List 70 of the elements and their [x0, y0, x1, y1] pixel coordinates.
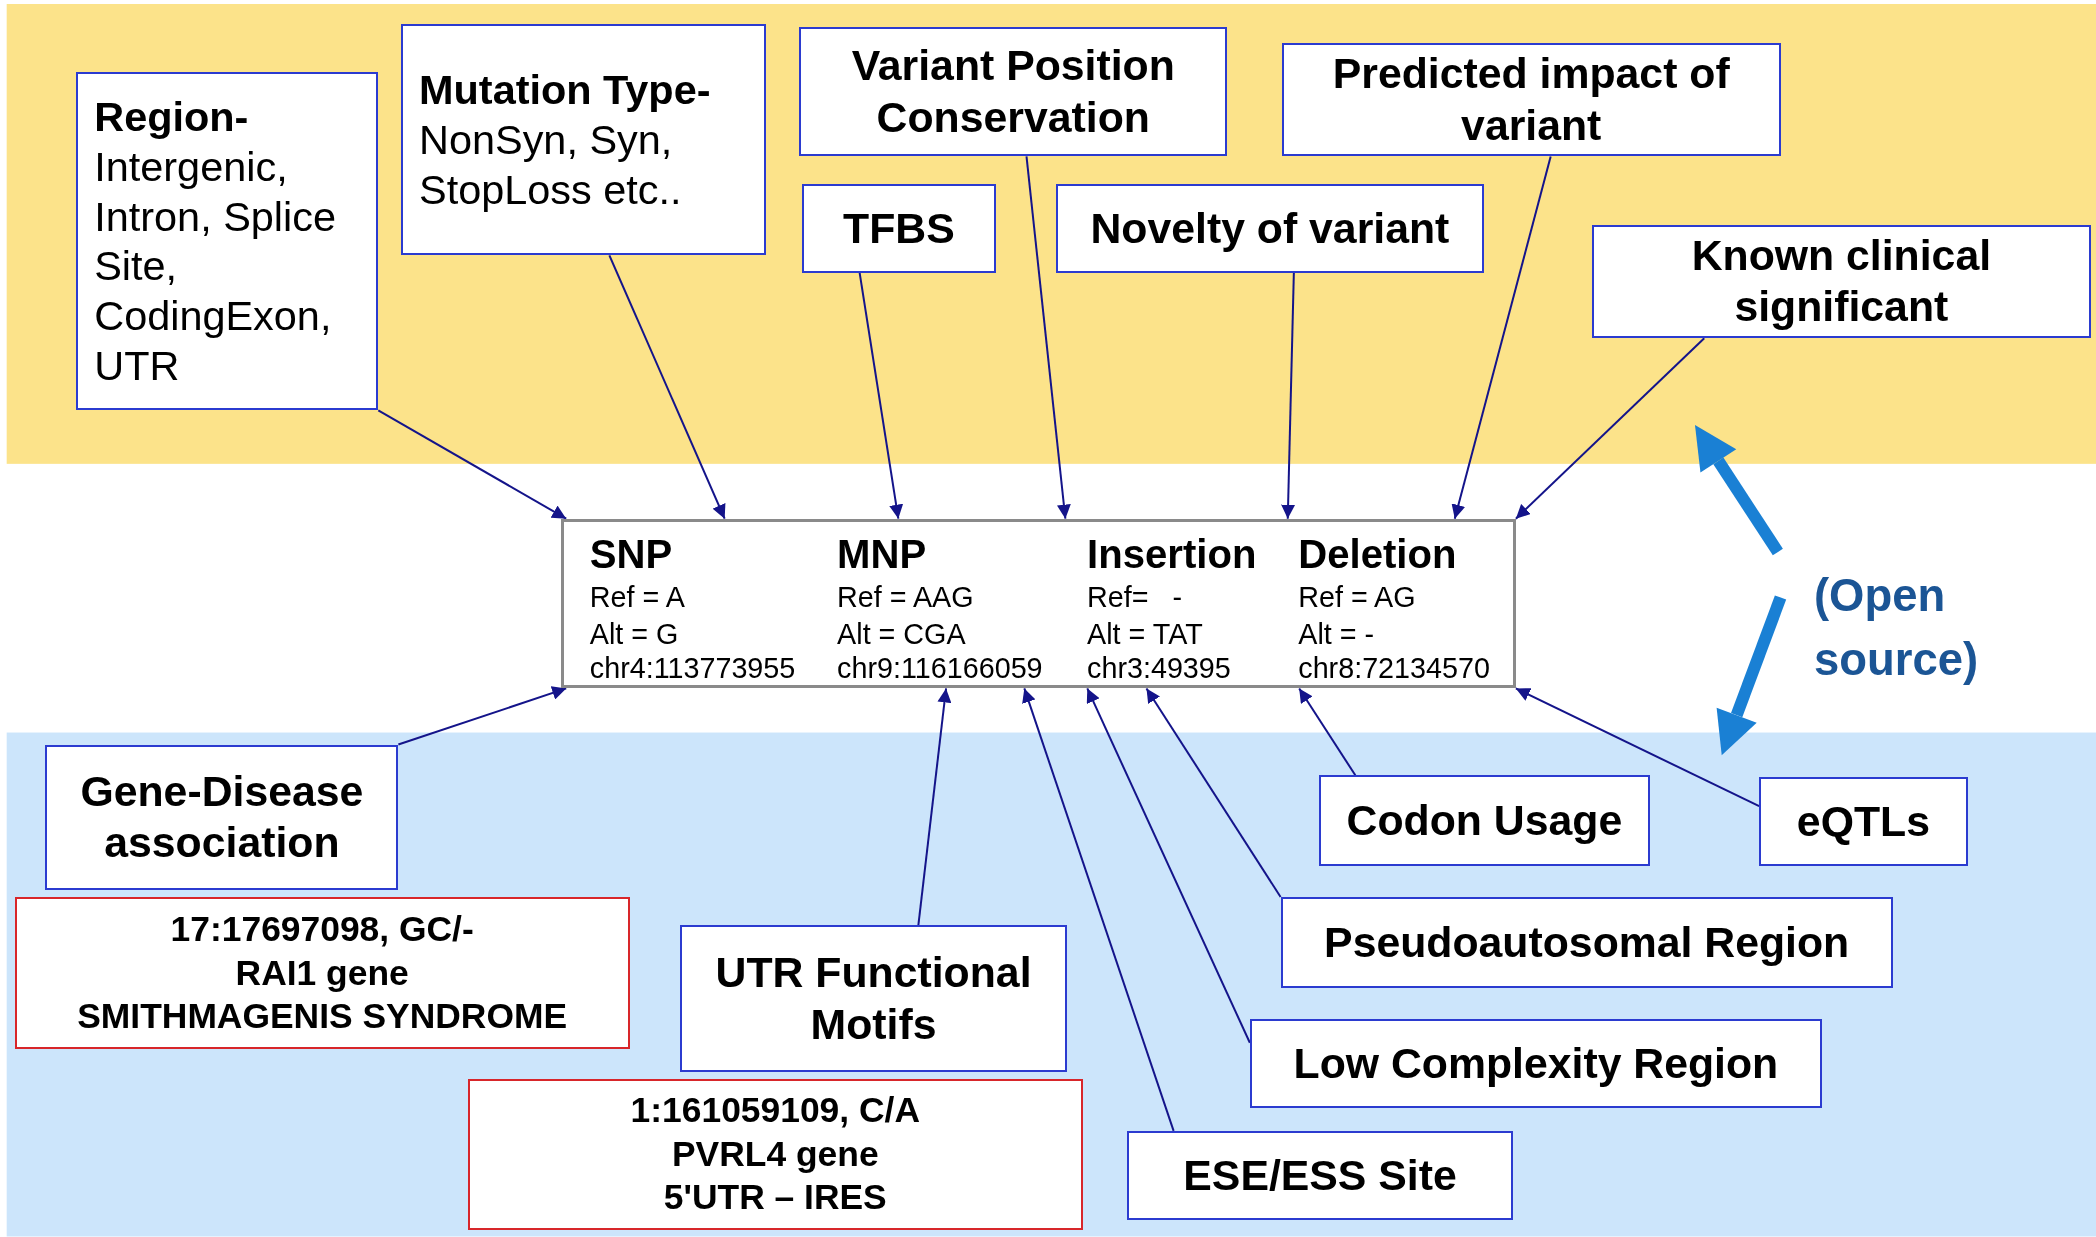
arrow: [608, 254, 726, 520]
variant-detail: chr3:49395: [1087, 651, 1231, 686]
box-label: Known clinical significant: [1690, 230, 1993, 333]
text-box: [401, 24, 766, 256]
variant-detail: chr4:113773955: [589, 651, 796, 686]
arrow: [1145, 687, 1282, 898]
arrow: [1281, 271, 1296, 520]
box-label: Pseudoautosomal Region: [1323, 916, 1851, 968]
variant-detail: Alt = G: [589, 616, 679, 651]
text-box: [1759, 776, 1968, 867]
box-label: RAI1 gene: [234, 951, 410, 995]
text-box: [1592, 224, 2091, 339]
box-heading: Mutation Type-: [419, 65, 712, 115]
box-heading: Region-: [94, 92, 250, 142]
arrow: [858, 271, 904, 520]
box-body: NonSyn, Syn, StopLoss etc..: [419, 114, 683, 215]
box-label: 5'UTR – IRES: [662, 1175, 888, 1219]
box-label: Novelty of variant: [1089, 202, 1451, 254]
arrow: [1514, 337, 1706, 520]
box-body: Intergenic, Intron, Splice Site, CodingExon, UTR: [94, 141, 337, 391]
example-box: [467, 1078, 1083, 1230]
box-label: UTR Functional Motifs: [714, 947, 1033, 1050]
arrow: [397, 686, 568, 746]
variant-type-heading: Insertion: [1087, 530, 1257, 578]
text-box: [680, 925, 1067, 1073]
box-label: Low Complexity Region: [1292, 1037, 1780, 1089]
arrow: [1298, 687, 1357, 777]
text-box: [1281, 42, 1781, 157]
variant-detail: Alt = TAT: [1087, 616, 1203, 651]
variant-detail: Ref = AG: [1298, 580, 1416, 615]
box-label: TFBS: [842, 202, 956, 254]
arrow: [1025, 155, 1071, 520]
arrow: [1451, 155, 1552, 520]
arrow: [1514, 687, 1761, 808]
variant-detail: chr8:72134570: [1298, 651, 1490, 686]
variant-detail: chr9:116166059: [837, 651, 1043, 686]
text-box: [76, 72, 379, 411]
arrow: [377, 409, 568, 520]
variant-type-heading: MNP: [837, 530, 927, 578]
box-label: Gene-Disease association: [79, 766, 365, 869]
variant-detail: Ref= -: [1087, 580, 1183, 615]
box-label: Predicted impact of variant: [1331, 48, 1731, 151]
variant-detail: Alt = -: [1298, 616, 1375, 651]
text-box: [1319, 775, 1650, 867]
example-box: [14, 896, 630, 1050]
text-box: [1280, 896, 1893, 988]
text-box: [1249, 1018, 1822, 1109]
variant-detail: Ref = A: [589, 580, 685, 615]
box-label: PVRL4 gene: [671, 1132, 880, 1176]
box-label: ESE/ESS Site: [1182, 1150, 1458, 1201]
variant-detail: Alt = CGA: [837, 616, 966, 651]
text-box: [802, 184, 996, 273]
box-label: Codon Usage: [1345, 795, 1624, 847]
variant-type-heading: SNP: [589, 530, 673, 578]
variant-detail: Ref = AAG: [837, 580, 974, 615]
box-label: 1:161059109, C/A: [629, 1089, 921, 1133]
arrow: [1022, 687, 1175, 1132]
box-label: eQTLs: [1795, 795, 1931, 847]
variant-table-box: [561, 518, 1516, 689]
arrow: [1086, 687, 1251, 1044]
text-box: [1056, 184, 1484, 273]
text-box: [45, 744, 399, 891]
box-label: SMITHMAGENIS SYNDROME: [76, 994, 569, 1038]
text-box: [1126, 1130, 1514, 1221]
arrow: [917, 687, 952, 926]
text-box: [799, 26, 1228, 157]
variant-type-heading: Deletion: [1298, 530, 1457, 578]
box-label: 17:17697098, GC/-: [169, 908, 475, 952]
box-label: Variant Position Conservation: [850, 40, 1176, 143]
note-text: (Open source): [1813, 569, 1980, 687]
